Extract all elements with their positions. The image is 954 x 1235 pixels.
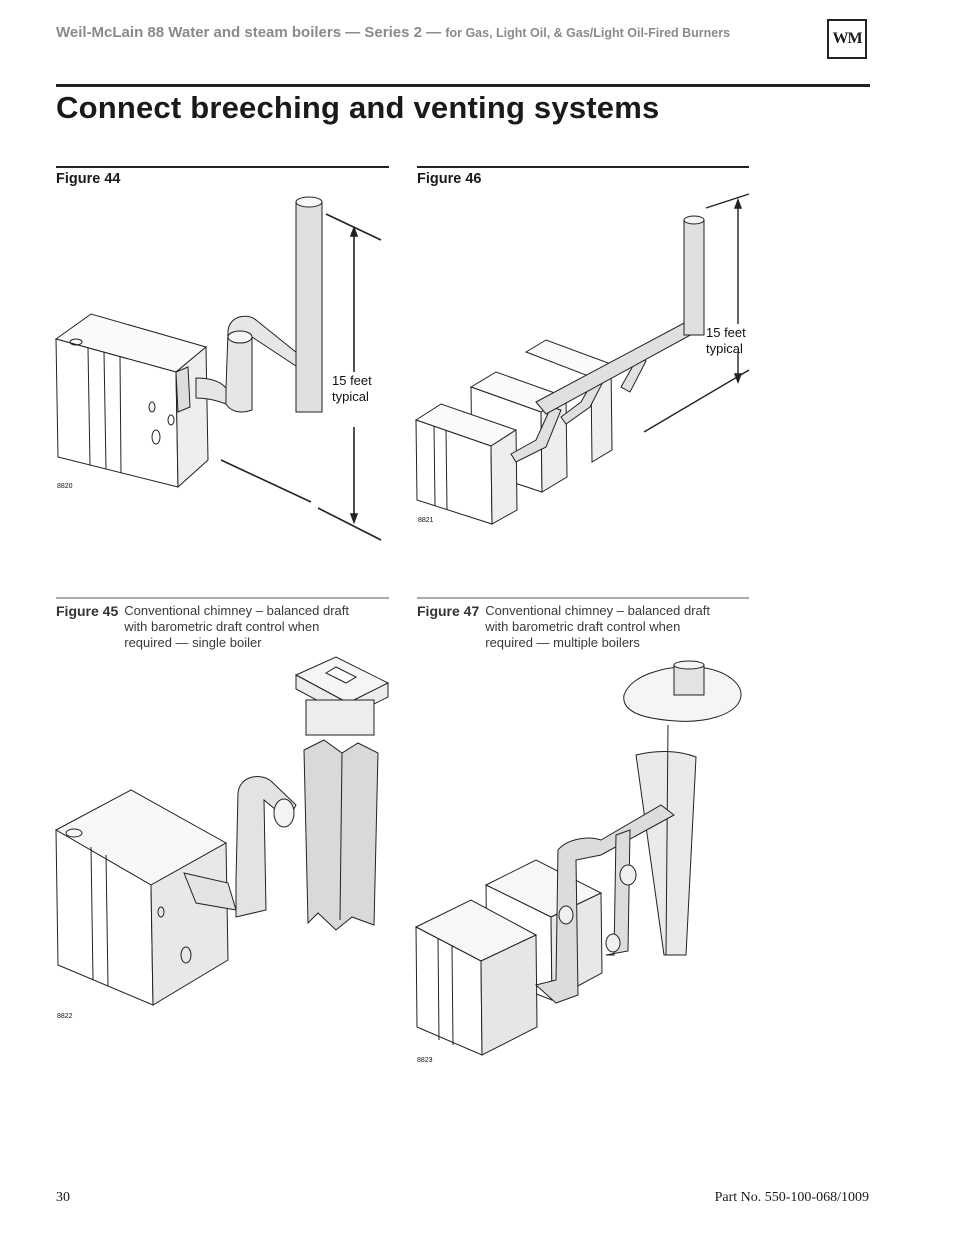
figure-46-label: Figure 46: [417, 171, 482, 187]
figure-45-caption-line-3: required — single boiler: [124, 635, 262, 650]
boiler-drawing: [54, 789, 229, 1006]
vent-manifold-drawing: [510, 215, 705, 463]
figure-47-caption-line-3: required — multiple boilers: [485, 635, 640, 650]
weil-mclain-logo: WM: [827, 19, 867, 59]
figure-46-illustration: 15 feet typical 8821: [414, 193, 750, 525]
page-number: 30: [56, 1190, 70, 1205]
running-header: Weil-McLain 88 Water and steam boilers —…: [56, 24, 836, 41]
vent-manifold-drawing: [534, 804, 675, 1004]
figure-44-dimension-label: 15 feet: [332, 373, 372, 388]
figure-45-caption-block: Figure 45 Conventional chimney – balance…: [56, 603, 391, 651]
dimension-lines: [643, 193, 750, 433]
figure-46-dimension-label-2: typical: [706, 341, 743, 356]
figure-46-dimension-label: 15 feet: [706, 325, 746, 340]
part-number: Part No. 550-100-068/1009: [714, 1190, 869, 1205]
figure-46-rule: [417, 166, 749, 168]
header-subtitle: for Gas, Light Oil, & Gas/Light Oil-Fire…: [445, 26, 731, 40]
masonry-chimney-drawing: [635, 724, 697, 956]
figure-46-image-code: 8821: [418, 517, 434, 524]
chimney-drawing: [294, 656, 390, 931]
figure-44-image-code: 8820: [57, 483, 73, 490]
figure-45-caption-line-1: Conventional chimney – balanced draft: [124, 603, 350, 618]
boilers-drawing: [414, 339, 613, 525]
chimney-cap-drawing: [623, 660, 742, 722]
figure-44-illustration: 15 feet typical 8820: [54, 196, 382, 541]
figure-45-rule: [56, 597, 389, 599]
figure-47-label: Figure 47: [417, 603, 480, 619]
figure-44-label: Figure 44: [56, 171, 121, 187]
figure-47-illustration: 8823: [414, 660, 742, 1064]
figure-47-caption-block: Figure 47 Conventional chimney – balance…: [417, 603, 752, 651]
figure-45-illustration: 8822: [54, 656, 390, 1020]
figure-47-caption-line-1: Conventional chimney – balanced draft: [485, 603, 711, 618]
figure-44-dimension-label-2: typical: [332, 389, 369, 404]
figure-47-caption-line-2: with barometric draft control when: [485, 619, 681, 634]
vent-pipe-drawing: [175, 196, 323, 413]
page-title: Connect breeching and venting systems: [56, 90, 660, 125]
figure-45-image-code: 8822: [57, 1013, 73, 1020]
figure-47-rule: [417, 597, 749, 599]
figure-45-caption-line-2: with barometric draft control when: [124, 619, 320, 634]
header-rule: [56, 84, 870, 87]
figure-47-image-code: 8823: [417, 1057, 433, 1064]
header-title: Weil-McLain 88 Water and steam boilers —…: [56, 24, 442, 41]
figure-44-rule: [56, 166, 389, 168]
vent-connector-drawing: [183, 776, 297, 918]
logo-text: WM: [832, 30, 862, 47]
figure-45-label: Figure 45: [56, 603, 119, 619]
dimension-lines: [220, 213, 382, 541]
